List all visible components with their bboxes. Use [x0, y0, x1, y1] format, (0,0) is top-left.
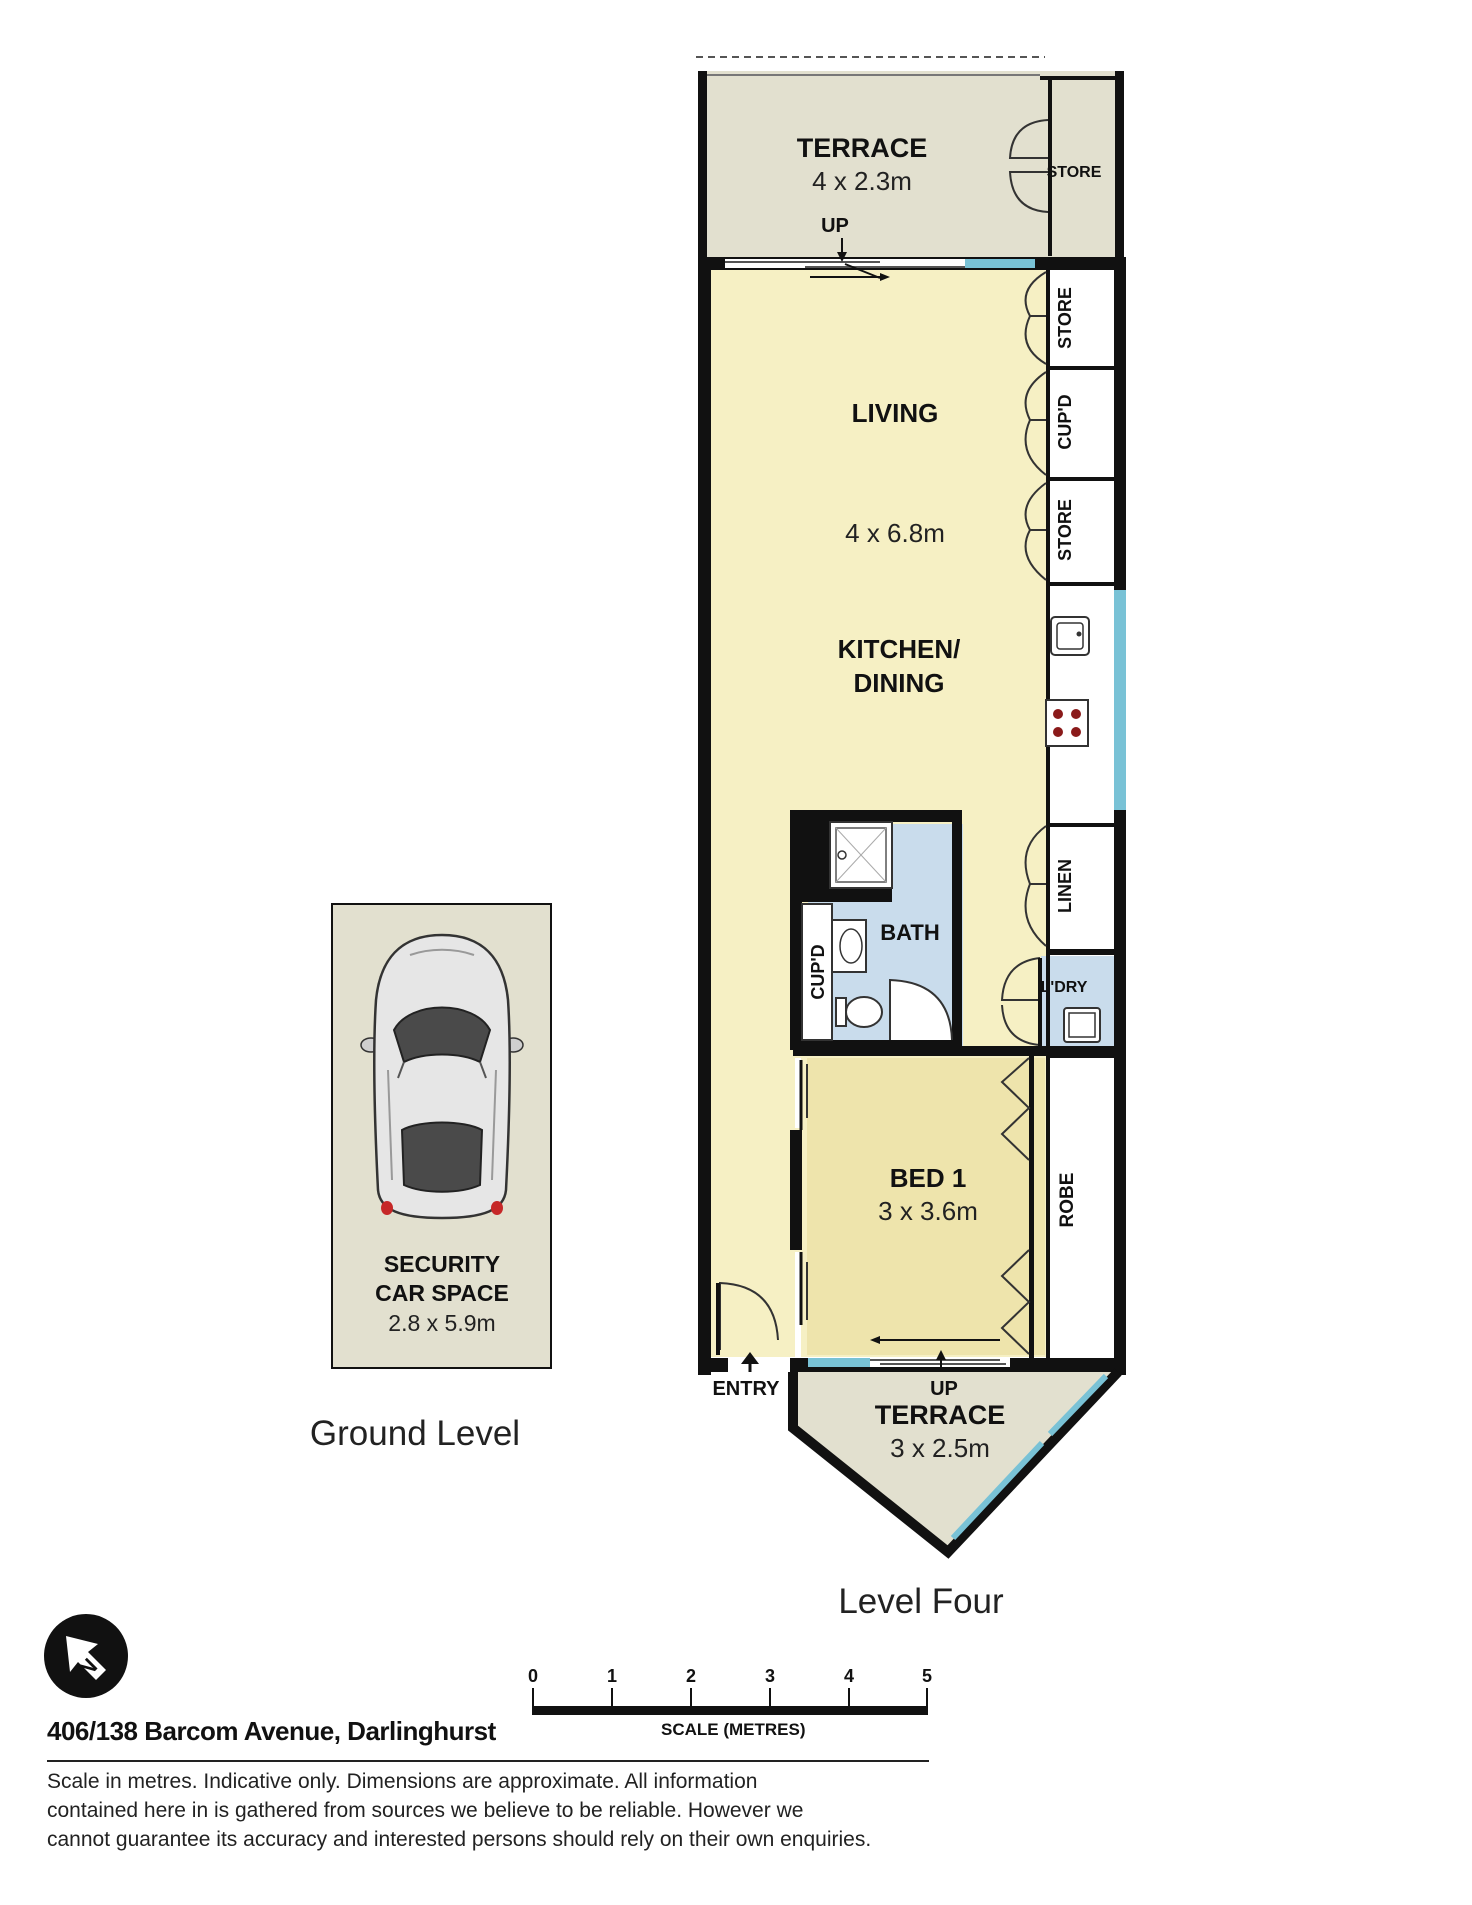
- disclaimer-line-2: contained here in is gathered from sourc…: [47, 1799, 804, 1822]
- terrace-top-area: [698, 71, 1123, 257]
- laundry-door: [1000, 957, 1041, 1001]
- bath-east-wall: [952, 810, 962, 1042]
- kitchen-label-line1: KITCHEN/: [838, 634, 961, 664]
- linen-door: [1024, 825, 1047, 885]
- scale-title: SCALE (METRES): [661, 1720, 806, 1739]
- terrace-bottom-label: TERRACE: [875, 1400, 1006, 1430]
- scale-tick-1: 1: [607, 1666, 617, 1686]
- cupd-label: CUP'D: [1055, 394, 1075, 449]
- store1-door: [1024, 271, 1047, 317]
- terrace-top-left-wall: [698, 71, 707, 257]
- terrace-top-up-label: UP: [821, 215, 849, 237]
- store2-door: [1024, 482, 1047, 531]
- robe-door-2: [1000, 1249, 1031, 1355]
- bath-cupboard: [801, 903, 833, 1041]
- terrace-bottom-wall: [788, 1368, 1122, 1559]
- robe-label: ROBE: [1057, 1173, 1078, 1228]
- kitchen-label-line2: DINING: [854, 668, 945, 698]
- entry-door: [719, 1281, 779, 1350]
- car-space-label-line1: SECURITY: [384, 1251, 500, 1277]
- car-icon: [360, 933, 524, 1220]
- disclaimer: Scale in metres. Indicative only. Dimens…: [47, 1767, 947, 1854]
- laundry-label: L'DRY: [1041, 979, 1088, 996]
- bed1-west-wall: [790, 1130, 802, 1250]
- north-sliding-door: [725, 259, 965, 268]
- laundry-tub-icon: [1063, 1007, 1101, 1043]
- store-top-wall: [1048, 78, 1052, 256]
- scale-bar: [532, 1688, 928, 1715]
- east-wall: [1114, 257, 1126, 1375]
- scale-tick-3: 3: [765, 1666, 775, 1686]
- bed1-area: [807, 1058, 1045, 1355]
- terrace-top-label: TERRACE: [797, 133, 928, 163]
- terrace-bottom-dims: 3 x 2.5m: [890, 1433, 990, 1463]
- footer-divider: [47, 1760, 929, 1762]
- west-wall: [698, 257, 711, 1375]
- bath-south-wall: [790, 1040, 962, 1048]
- south-wall-left: [698, 1358, 728, 1372]
- ground-level-label: Ground Level: [310, 1414, 520, 1453]
- bed1-dims: 3 x 3.6m: [878, 1196, 978, 1226]
- bed1-north-wall: [793, 1046, 1123, 1056]
- bed1-label: BED 1: [890, 1163, 967, 1193]
- store1-label: STORE: [1055, 287, 1075, 349]
- terrace-top-right-wall: [1115, 71, 1124, 261]
- terrace-bottom-area: [793, 1372, 1118, 1552]
- store-top-door-1: [1008, 119, 1049, 159]
- basin-icon: [831, 919, 867, 973]
- bath-west-wall: [790, 810, 802, 1050]
- disclaimer-line-3: cannot guarantee its accuracy and intere…: [47, 1828, 872, 1851]
- living-dims: 4 x 6.8m: [845, 518, 945, 548]
- north-arrow-icon: N: [44, 1614, 128, 1698]
- terrace-bottom-glass-1: [950, 1440, 1045, 1541]
- cooktop-icon: [1045, 699, 1089, 747]
- bath-label: BATH: [880, 920, 939, 945]
- scale-tick-2: 2: [686, 1666, 696, 1686]
- cupd-door: [1024, 371, 1047, 421]
- terrace-bottom-glass-2: [1047, 1373, 1109, 1437]
- disclaimer-line-1: Scale in metres. Indicative only. Dimens…: [47, 1770, 758, 1793]
- store-top-door-2: [1008, 171, 1049, 213]
- scale-tick-5: 5: [922, 1666, 932, 1686]
- car-space-dims: 2.8 x 5.9m: [388, 1310, 495, 1336]
- bath-cupd-label: CUP'D: [808, 944, 828, 999]
- bath-door: [889, 978, 953, 1041]
- living-label: LIVING: [852, 398, 939, 428]
- toilet-icon: [835, 997, 847, 1027]
- kitchen-east-window: [1114, 590, 1126, 810]
- linen-label: LINEN: [1055, 859, 1075, 913]
- kitchen-sink-icon: [1050, 616, 1090, 656]
- scale-tick-0: 0: [528, 1666, 538, 1686]
- bed1-south-window: [808, 1358, 870, 1367]
- scale-tick-4: 4: [844, 1666, 854, 1686]
- entry-label: ENTRY: [712, 1378, 780, 1400]
- store-top-label: STORE: [1047, 164, 1102, 181]
- terrace-bottom-up-label: UP: [930, 1378, 958, 1400]
- store2-label: STORE: [1055, 499, 1075, 561]
- level-four-label: Level Four: [838, 1582, 1004, 1621]
- bath-north-wall: [790, 810, 962, 822]
- car-space-label-line2: CAR SPACE: [375, 1280, 509, 1306]
- joinery-strip: [1046, 267, 1115, 1357]
- north-window: [965, 259, 1035, 268]
- terrace-top-dims: 4 x 2.3m: [812, 166, 912, 196]
- robe-door-1: [1000, 1057, 1031, 1161]
- property-address: 406/138 Barcom Avenue, Darlinghurst: [47, 1716, 496, 1746]
